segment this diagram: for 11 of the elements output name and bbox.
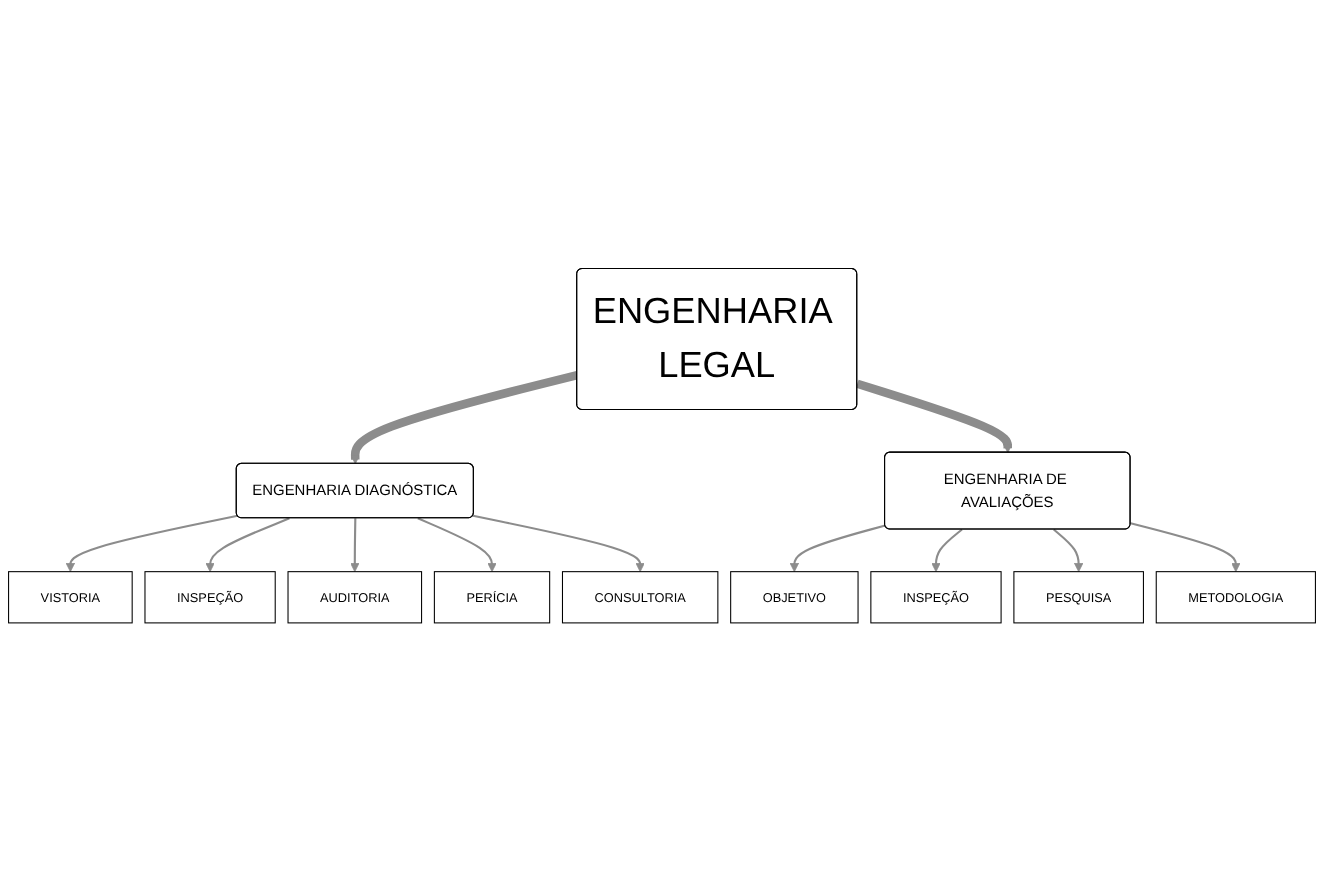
arrow — [789, 524, 886, 573]
arrow — [417, 517, 497, 573]
arrow — [205, 517, 290, 573]
arrow — [856, 379, 1013, 454]
arrow — [1130, 522, 1241, 573]
arrow — [350, 371, 579, 465]
arrow — [65, 515, 238, 573]
arrow — [472, 515, 645, 573]
arrow — [350, 518, 360, 573]
arrow — [1053, 528, 1084, 573]
arrow — [931, 528, 963, 573]
